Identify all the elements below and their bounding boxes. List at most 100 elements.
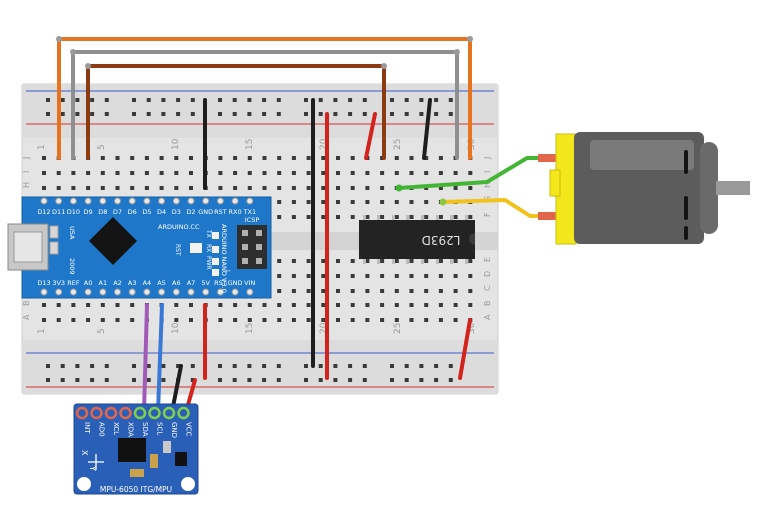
breadboard-hole[interactable]	[336, 274, 340, 278]
breadboard-hole[interactable]	[321, 215, 326, 219]
breadboard-hole[interactable]	[86, 186, 91, 190]
breadboard-hole[interactable]	[306, 171, 311, 175]
breadboard-hole[interactable]	[336, 259, 340, 263]
rail-hole[interactable]	[390, 98, 394, 102]
rail-hole[interactable]	[262, 378, 267, 382]
rail-hole[interactable]	[46, 98, 50, 102]
breadboard-hole[interactable]	[291, 156, 296, 160]
nano-pin[interactable]	[84, 197, 92, 205]
rail-hole[interactable]	[434, 378, 439, 382]
breadboard-hole[interactable]	[468, 186, 473, 190]
breadboard-hole[interactable]	[233, 318, 238, 322]
rail-hole[interactable]	[218, 98, 222, 102]
breadboard-hole[interactable]	[453, 318, 458, 322]
nano-pin[interactable]	[143, 288, 151, 296]
rail-hole[interactable]	[60, 378, 65, 382]
rail-hole[interactable]	[46, 364, 50, 368]
breadboard-hole[interactable]	[468, 303, 473, 307]
breadboard-hole[interactable]	[174, 186, 179, 190]
breadboard-hole[interactable]	[291, 171, 296, 175]
breadboard-hole[interactable]	[336, 171, 340, 175]
rail-hole[interactable]	[218, 112, 222, 116]
rail-hole[interactable]	[104, 364, 109, 368]
rail-hole[interactable]	[348, 378, 353, 382]
breadboard-hole[interactable]	[247, 186, 252, 190]
rail-hole[interactable]	[60, 98, 65, 102]
wire-grey[interactable]	[71, 50, 459, 160]
rail-hole[interactable]	[190, 98, 195, 102]
rail-hole[interactable]	[390, 112, 394, 116]
nano-pin[interactable]	[40, 288, 48, 296]
breadboard-hole[interactable]	[42, 318, 46, 322]
wire-orange[interactable]	[57, 37, 472, 160]
breadboard-hole[interactable]	[189, 186, 193, 190]
breadboard-hole[interactable]	[438, 289, 443, 293]
breadboard-hole[interactable]	[306, 303, 311, 307]
breadboard-hole[interactable]	[233, 303, 238, 307]
breadboard-hole[interactable]	[189, 318, 193, 322]
nano-pin[interactable]	[158, 197, 166, 205]
breadboard-hole[interactable]	[350, 303, 355, 307]
rail-hole[interactable]	[190, 112, 195, 116]
breadboard-hole[interactable]	[453, 171, 458, 175]
breadboard-hole[interactable]	[424, 274, 429, 278]
rail-hole[interactable]	[276, 378, 281, 382]
breadboard-hole[interactable]	[218, 171, 223, 175]
breadboard-hole[interactable]	[380, 259, 385, 263]
breadboard-hole[interactable]	[424, 259, 429, 263]
rail-hole[interactable]	[404, 98, 409, 102]
rail-hole[interactable]	[75, 112, 80, 116]
rail-hole[interactable]	[132, 98, 136, 102]
breadboard-hole[interactable]	[438, 186, 443, 190]
breadboard-hole[interactable]	[336, 186, 340, 190]
breadboard-hole[interactable]	[336, 200, 340, 204]
breadboard-hole[interactable]	[394, 215, 399, 219]
breadboard-hole[interactable]	[365, 215, 370, 219]
wire-purple[interactable]	[142, 303, 149, 414]
breadboard-hole[interactable]	[247, 171, 252, 175]
breadboard-hole[interactable]	[306, 289, 311, 293]
rail-hole[interactable]	[247, 98, 252, 102]
breadboard-hole[interactable]	[409, 171, 414, 175]
rail-hole[interactable]	[348, 364, 353, 368]
breadboard-hole[interactable]	[380, 186, 385, 190]
rail-hole[interactable]	[262, 98, 267, 102]
breadboard-hole[interactable]	[174, 171, 179, 175]
breadboard-hole[interactable]	[394, 171, 399, 175]
breadboard-hole[interactable]	[306, 200, 311, 204]
rail-hole[interactable]	[104, 378, 109, 382]
nano-pin[interactable]	[231, 197, 239, 205]
breadboard-hole[interactable]	[438, 318, 443, 322]
nano-pin[interactable]	[187, 288, 195, 296]
breadboard-hole[interactable]	[409, 318, 414, 322]
breadboard-hole[interactable]	[380, 318, 385, 322]
breadboard-hole[interactable]	[115, 156, 120, 160]
breadboard-hole[interactable]	[336, 289, 340, 293]
breadboard-hole[interactable]	[380, 215, 385, 219]
nano-pin[interactable]	[84, 288, 92, 296]
rail-hole[interactable]	[60, 364, 65, 368]
nano-pin[interactable]	[99, 288, 107, 296]
breadboard-hole[interactable]	[306, 259, 311, 263]
nano-pin[interactable]	[55, 197, 63, 205]
rail-hole[interactable]	[362, 378, 367, 382]
rail-hole[interactable]	[190, 378, 195, 382]
breadboard-hole[interactable]	[321, 156, 326, 160]
breadboard-hole[interactable]	[159, 156, 164, 160]
reset-button[interactable]	[190, 243, 202, 253]
breadboard-hole[interactable]	[453, 303, 458, 307]
breadboard-hole[interactable]	[42, 171, 46, 175]
breadboard-hole[interactable]	[321, 303, 326, 307]
breadboard-hole[interactable]	[350, 274, 355, 278]
nano-pin[interactable]	[114, 197, 121, 205]
breadboard-hole[interactable]	[86, 171, 91, 175]
breadboard-hole[interactable]	[291, 303, 296, 307]
breadboard-hole[interactable]	[468, 289, 473, 293]
breadboard-hole[interactable]	[218, 318, 223, 322]
breadboard-hole[interactable]	[291, 318, 296, 322]
rail-hole[interactable]	[90, 98, 95, 102]
rail-hole[interactable]	[318, 98, 323, 102]
breadboard-hole[interactable]	[424, 303, 429, 307]
rail-hole[interactable]	[448, 364, 453, 368]
breadboard-hole[interactable]	[453, 259, 458, 263]
